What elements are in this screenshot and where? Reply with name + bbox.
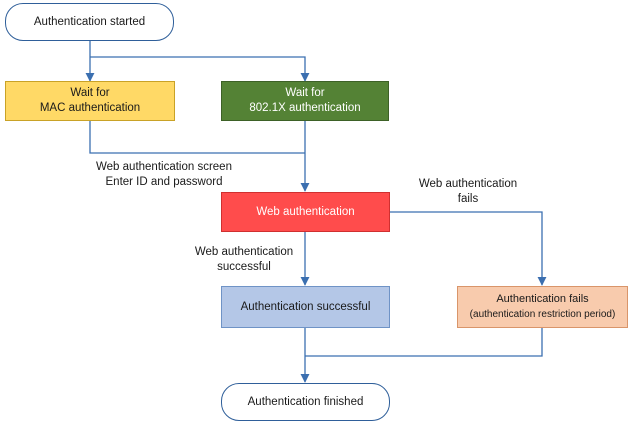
edge-web-to-fails [390, 211, 547, 286]
node-label-line-2: 802.1X authentication [249, 102, 361, 114]
edge-label-web-screen: Web authentication screen Enter ID and p… [86, 160, 242, 190]
edge-label-line-2: successful [217, 261, 271, 273]
edge-fails-to-finished [305, 328, 543, 357]
node-label: Authentication finished [247, 395, 364, 408]
node-authentication-fails: Authentication fails (authentication res… [457, 286, 628, 328]
node-label-line-2: (authentication restriction period) [469, 309, 616, 320]
node-label-line-1: Wait for [285, 87, 325, 99]
edge-label-line-2: Enter ID and password [105, 176, 223, 188]
node-authentication-successful: Authentication successful [221, 286, 390, 328]
edge-label-line-1: Web authentication screen [96, 161, 232, 173]
node-label: Authentication successful [240, 300, 371, 313]
node-label-line-1: Authentication fails [496, 293, 589, 305]
edge-label-line-2: fails [457, 193, 479, 205]
edge-mac-to-web [89, 121, 305, 154]
node-wait-mac: Wait for MAC authentication [5, 81, 175, 121]
node-label-line-2: MAC authentication [39, 102, 141, 114]
node-wait-dot1x: Wait for 802.1X authentication [221, 81, 389, 121]
node-authentication-started: Authentication started [5, 3, 174, 41]
edge-start-to-dot1x [90, 56, 310, 82]
edge-label-line-1: Web authentication [418, 178, 518, 190]
edge-label-web-successful: Web authentication successful [186, 245, 302, 275]
node-label: Web authentication [256, 205, 355, 218]
edge-label-line-1: Web authentication [194, 246, 294, 258]
edge-label-web-fails: Web authentication fails [410, 177, 526, 207]
node-web-authentication: Web authentication [221, 192, 390, 232]
node-label-line-1: Wait for [70, 87, 110, 99]
node-authentication-finished: Authentication finished [221, 383, 390, 421]
node-label: Authentication started [33, 15, 146, 28]
